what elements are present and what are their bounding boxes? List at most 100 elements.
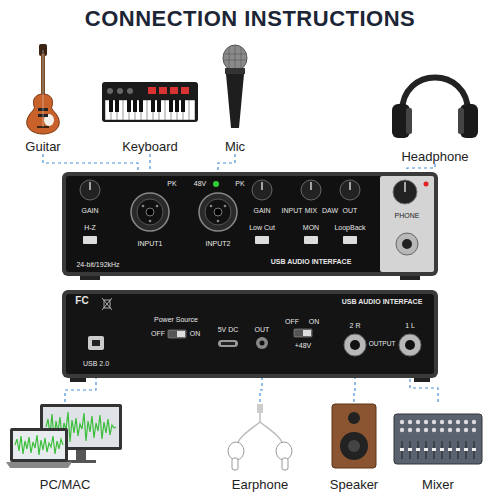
keyboard-icon (157, 100, 161, 112)
panel-label: PHONE (395, 212, 420, 219)
panel-label: GAIN (81, 207, 98, 214)
panel-label: DAW (322, 207, 338, 214)
front-panel (424, 182, 429, 187)
earphone-icon (237, 413, 283, 444)
panel-label: PK (167, 180, 176, 187)
back-panel (350, 340, 360, 350)
microphone-icon (241, 47, 242, 69)
front-panel (304, 236, 318, 244)
front-panel (199, 193, 237, 231)
earphone-icon (282, 458, 288, 470)
front-panel (252, 180, 272, 200)
speaker-icon (332, 404, 376, 468)
front-panel (349, 182, 350, 190)
device-node: Keyboard (100, 60, 200, 154)
keyboard-icon (170, 87, 178, 94)
front-panel (393, 180, 417, 204)
diagram-title: CONNECTION INSTRUCTIONS (0, 6, 500, 32)
panel-label: OUTPUT (369, 341, 396, 348)
front-panel (62, 172, 438, 276)
back-panel (414, 378, 430, 382)
device-node: Mixer (392, 402, 484, 492)
keyboard-icon (127, 88, 133, 94)
back-panel (70, 378, 86, 382)
headphone-icon (458, 108, 464, 134)
keyboard-icon (159, 87, 167, 94)
device-node: Mic (210, 42, 260, 154)
microphone-icon (226, 74, 244, 128)
back-panel (102, 298, 112, 310)
earphone-icon (257, 404, 263, 413)
device-node: PC/MAC (5, 402, 125, 492)
keyboard-icon (133, 100, 137, 112)
panel-label: 24-bit/192kHz (76, 261, 119, 268)
panel-label: Low Cut (249, 224, 275, 231)
keyboard-icon (105, 100, 195, 120)
front-panel (89, 182, 90, 190)
device-label: Keyboard (122, 139, 178, 154)
computer-icon (76, 450, 86, 460)
mixer-icon (394, 414, 482, 464)
device-label: PC/MAC (40, 477, 91, 492)
back-panel (218, 340, 238, 347)
front-panel (205, 199, 231, 225)
back-panel (260, 341, 265, 346)
back-panel (62, 290, 438, 378)
panel-label: GAIN (253, 207, 270, 214)
microphone-icon (223, 45, 247, 128)
front-panel (255, 236, 269, 244)
panel-label: H-Z (84, 224, 96, 231)
device-node: Guitar (8, 42, 78, 154)
back-panel (177, 331, 185, 337)
device-node: Headphone (390, 68, 480, 164)
panel-label: ON (309, 318, 320, 325)
mixer-icon (398, 418, 478, 434)
guitar-icon (27, 44, 60, 134)
back-panel (256, 337, 268, 349)
back-panel (168, 330, 186, 338)
keyboard-icon (117, 88, 123, 94)
front-panel (301, 180, 321, 200)
device-node: Earphone (215, 402, 305, 492)
front-panel (62, 172, 438, 280)
panel-label: 1 L (405, 322, 415, 329)
headphone-icon (392, 78, 478, 139)
front-panel (137, 199, 163, 225)
panel-label: INPUT (282, 207, 303, 214)
panel-label: INPUT2 (206, 240, 231, 247)
keyboard-icon (151, 100, 155, 112)
front-panel (210, 205, 213, 208)
keyboard-icon (148, 87, 156, 94)
device-label: Mic (225, 139, 245, 154)
keyboard-icon (109, 100, 113, 112)
front-panel (217, 220, 220, 223)
front-panel (156, 205, 159, 208)
back-panel (102, 298, 112, 310)
connection-line (65, 378, 96, 402)
computer-icon (6, 404, 122, 468)
panel-label: ON (190, 330, 201, 337)
microphone-icon (235, 46, 236, 70)
front-panel (380, 176, 434, 272)
connection-line (43, 154, 138, 172)
back-panel (303, 330, 311, 336)
mixer-icon (394, 414, 482, 464)
device-node: Speaker (326, 402, 383, 492)
keyboard-icon (139, 100, 143, 112)
front-panel (214, 208, 222, 216)
panel-caption: USB AUDIO INTERFACE (342, 298, 423, 305)
earphone-icon (228, 442, 244, 460)
back-panel (344, 334, 366, 356)
device-label: Earphone (232, 477, 288, 492)
panel-label: MIX (305, 207, 317, 214)
front-panel (149, 220, 152, 223)
panel-label: PK (235, 180, 244, 187)
panel-label: OFF (285, 318, 299, 325)
headphone-icon (406, 108, 412, 134)
front-panel (66, 176, 434, 272)
back-panel (66, 294, 434, 374)
headphone-icon (402, 78, 468, 113)
panel-label: LoopBack (334, 224, 365, 231)
